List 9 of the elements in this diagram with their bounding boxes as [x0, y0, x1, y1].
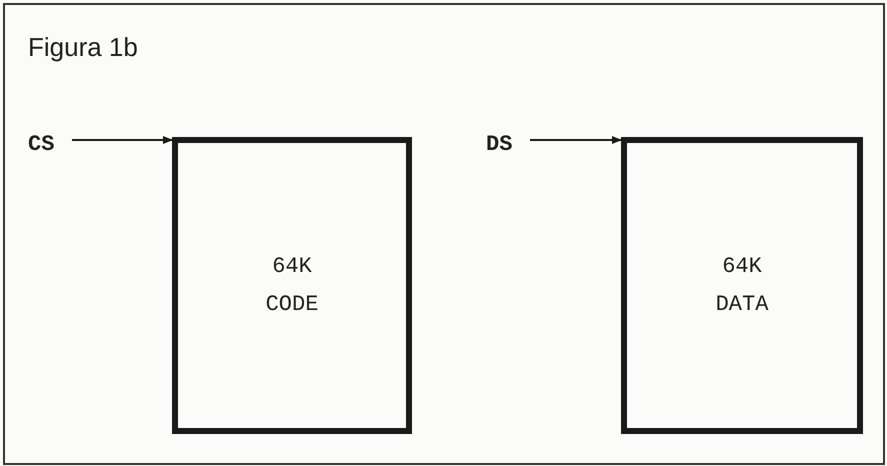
memory-segment-box [621, 137, 863, 434]
register-label: DS [486, 132, 528, 160]
segment-label: 64K CODE [264, 252, 320, 318]
figure-title: Figura 1b [28, 32, 138, 63]
segment-label: 64K DATA [714, 252, 770, 318]
memory-segment-box [172, 137, 412, 434]
register-label: CS [28, 132, 70, 160]
arrow [530, 136, 622, 144]
arrow [72, 136, 173, 144]
